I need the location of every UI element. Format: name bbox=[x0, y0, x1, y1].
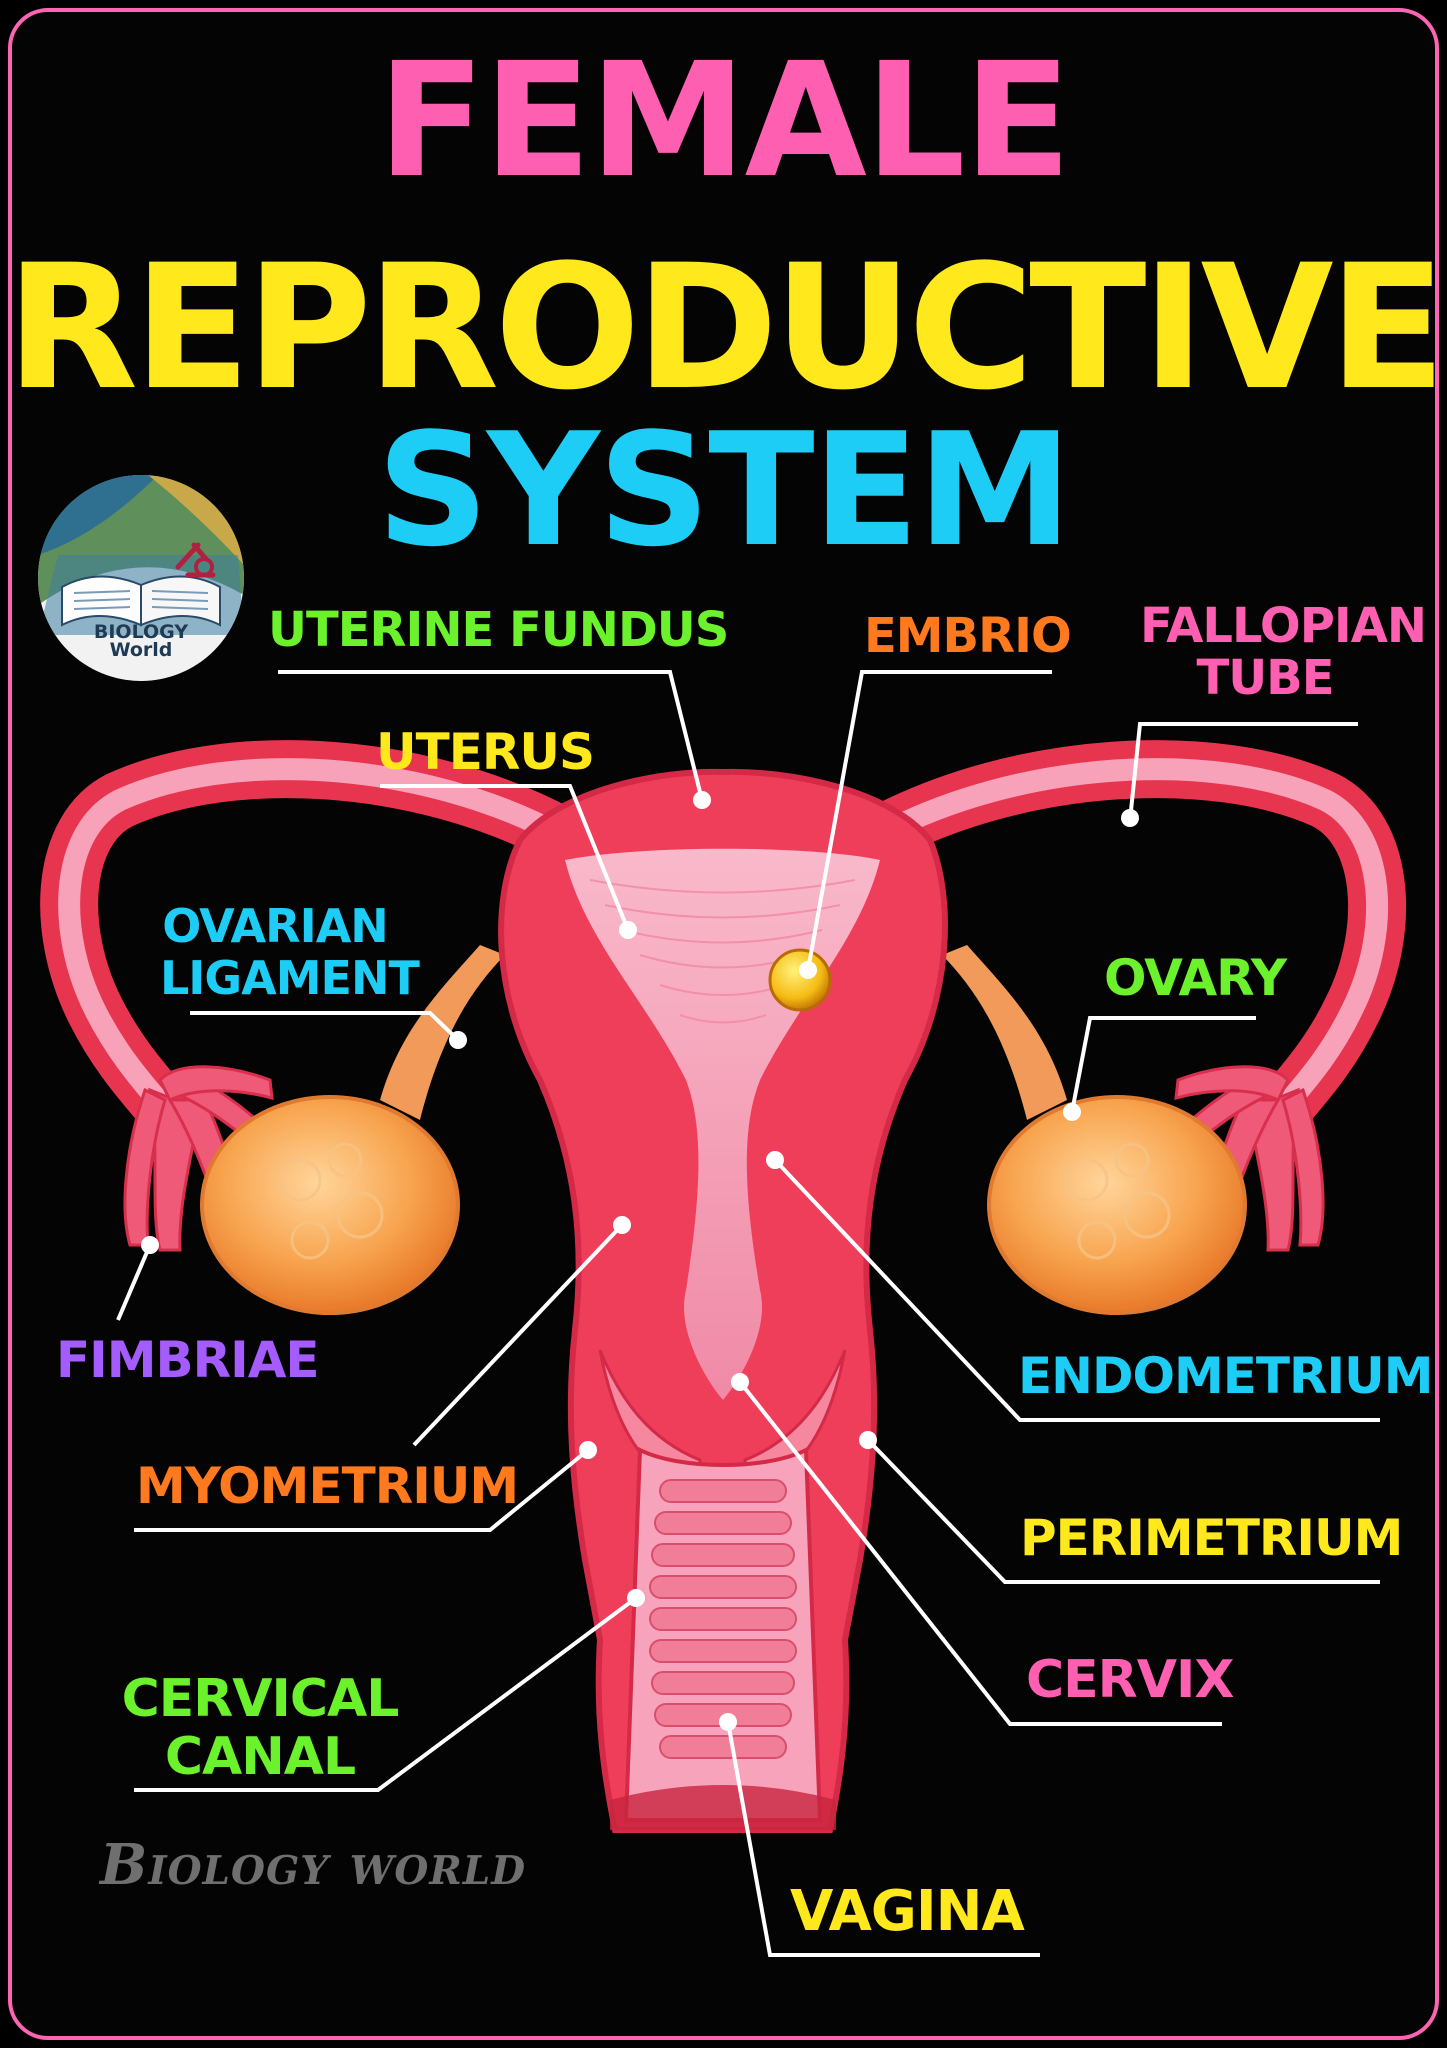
left-ovary bbox=[200, 1095, 460, 1315]
label-fallopian-tube-line1: FALLOPIAN bbox=[1140, 598, 1427, 654]
label-cervical-canal-line2: CANAL bbox=[164, 1727, 356, 1787]
label-cervical-canal-line1: CERVICAL bbox=[121, 1669, 400, 1729]
label-myometrium: MYOMETRIUM bbox=[136, 1457, 519, 1515]
label-perimetrium: PERIMETRIUM bbox=[1020, 1509, 1403, 1567]
vaginal-canal bbox=[623, 1446, 823, 1822]
logo-text: BIOLOGY World bbox=[38, 621, 244, 661]
label-cervical-canal: CERVICAL CANAL bbox=[120, 1670, 400, 1786]
embryo bbox=[768, 948, 832, 1012]
title-line-system: SYSTEM bbox=[376, 399, 1073, 581]
label-embrio: EMBRIO bbox=[864, 608, 1072, 664]
label-ovary: OVARY bbox=[1104, 949, 1287, 1007]
right-ovarian-ligament bbox=[942, 945, 1067, 1120]
label-fallopian-tube-line2: TUBE bbox=[1196, 650, 1334, 706]
label-vagina: VAGINA bbox=[790, 1879, 1025, 1944]
right-ovary bbox=[987, 1095, 1247, 1315]
label-uterus: UTERUS bbox=[376, 723, 595, 781]
leader-lines bbox=[116, 670, 1380, 1957]
label-uterine-fundus: UTERINE FUNDUS bbox=[268, 602, 729, 658]
label-fallopian-tube: FALLOPIAN TUBE bbox=[1140, 598, 1427, 706]
label-ovarian-ligament-line2: LIGAMENT bbox=[160, 951, 420, 1005]
leader-dots bbox=[141, 791, 1139, 1731]
label-endometrium: ENDOMETRIUM bbox=[1018, 1347, 1433, 1405]
logo-text-line1: BIOLOGY bbox=[93, 621, 189, 643]
label-cervix: CERVIX bbox=[1026, 1650, 1234, 1710]
left-ovarian-ligament bbox=[380, 945, 505, 1120]
title-line-reproductive: REPRODUCTIVE bbox=[5, 227, 1446, 428]
title-line-female: FEMALE bbox=[377, 29, 1072, 213]
book-microscope-icon bbox=[38, 475, 244, 635]
label-ovarian-ligament-line1: OVARIAN bbox=[162, 899, 389, 953]
watermark: Biology world bbox=[100, 1832, 527, 1898]
biology-world-logo: BIOLOGY World bbox=[38, 475, 244, 681]
logo-text-line2: World bbox=[109, 639, 173, 661]
label-fimbriae: FIMBRIAE bbox=[56, 1331, 320, 1389]
label-ovarian-ligament: OVARIAN LIGAMENT bbox=[160, 899, 420, 1005]
